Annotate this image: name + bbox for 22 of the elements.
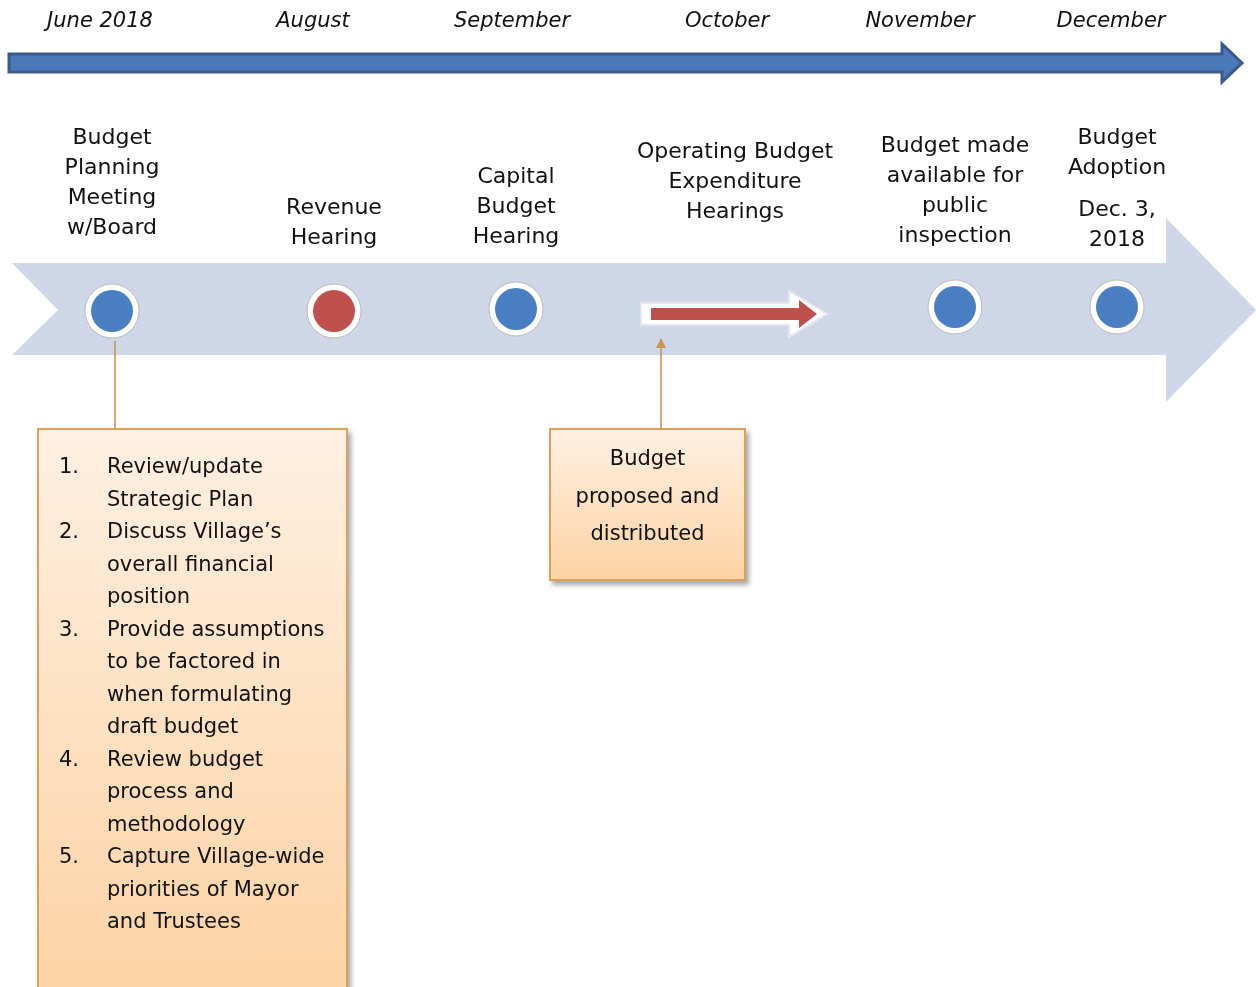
note-box [549,428,746,581]
list-item: 1. Review/update Strategic Plan [59,453,264,513]
note-text: Budget proposed and distributed [574,445,721,547]
month-label: August [276,8,350,32]
milestone-label: Operating Budget Expenditure Hearings [635,137,835,225]
milestone-label: Revenue Hearing [285,193,383,251]
list-item: 3. Provide assumptions to be factored in when formulating draft budget [59,615,326,740]
month-label: September [453,8,571,32]
list-item: 5. Capture Village-wide priorities of Mayor and Trustees [59,843,326,935]
milestone-label: Dec. 3, 2018 [1077,195,1157,253]
milestone-label: Budget made available for public inspection [879,131,1031,249]
month-label: October [685,8,769,32]
month-label: December [1056,8,1166,32]
milestone-label: Capital Budget Hearing [471,162,561,250]
milestone-label: Budget Planning Meeting w/Board [63,123,161,241]
leader-line [656,338,666,429]
milestone-label: Budget Adoption [1066,123,1168,181]
list-item: 4. Review budget process and methodology [59,745,265,838]
list-item: 2. Discuss Village’s overall financial position [59,518,283,610]
month-label: November [865,8,975,32]
note-box [37,428,348,987]
leader-line [114,340,116,429]
